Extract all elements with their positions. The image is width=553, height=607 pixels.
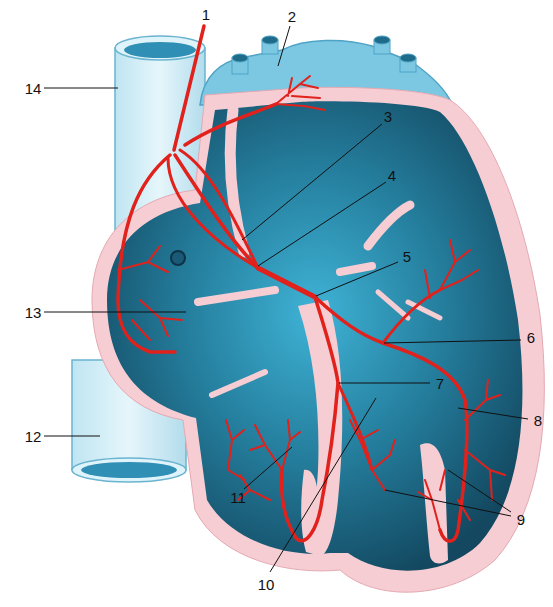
callout-number: 8	[534, 412, 542, 429]
callout-number: 7	[436, 375, 444, 392]
callout-number: 1	[202, 6, 210, 23]
callout-number: 14	[25, 80, 42, 97]
callout-number: 4	[388, 167, 396, 184]
callout-number: 10	[258, 576, 275, 593]
callout-number: 12	[25, 428, 42, 445]
leader-lines	[44, 26, 528, 572]
purkinje-fibers	[118, 76, 505, 530]
heart-wall	[92, 87, 544, 592]
callout-number: 13	[25, 304, 42, 321]
conduction-system	[118, 26, 467, 541]
callout-number: 6	[527, 329, 535, 346]
heart-chambers	[107, 101, 522, 570]
callout-number: 3	[384, 108, 392, 125]
callout-number: 11	[230, 489, 246, 506]
callout-number: 9	[517, 511, 525, 528]
callout-number: 2	[288, 8, 296, 25]
callout-number: 5	[403, 248, 411, 265]
